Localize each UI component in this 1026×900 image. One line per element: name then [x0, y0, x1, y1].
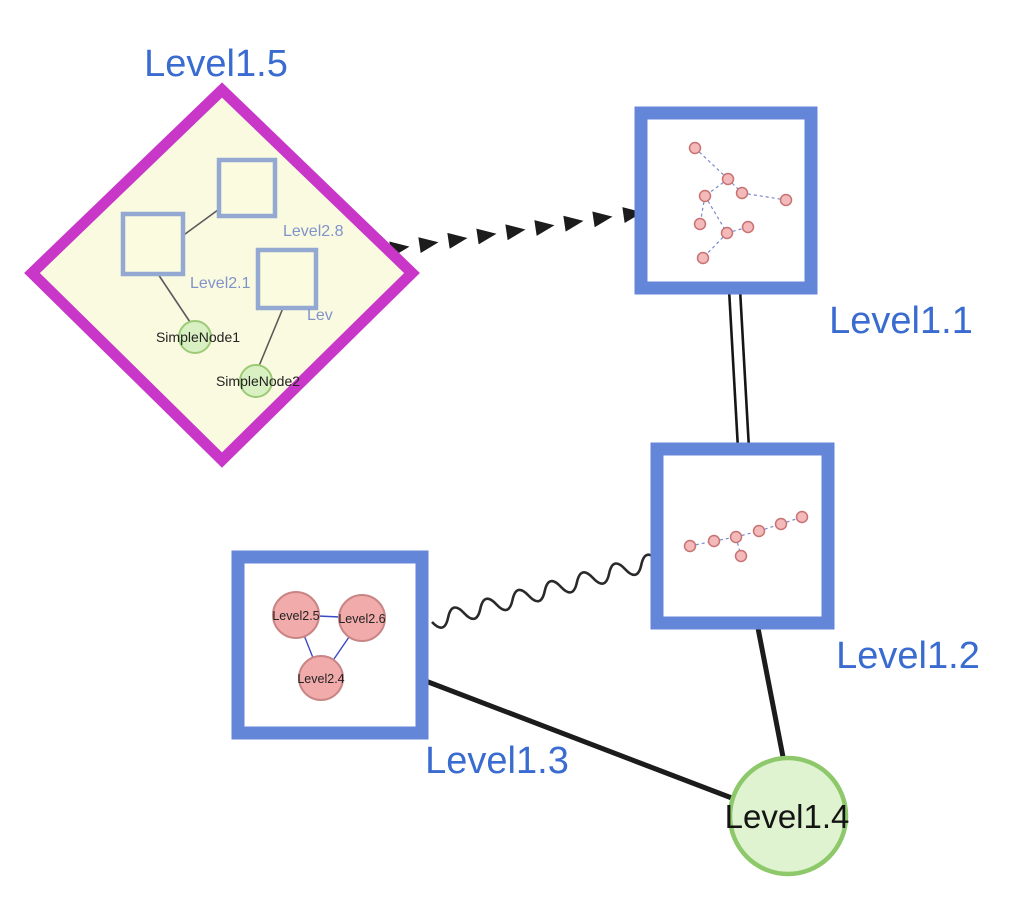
label-lev: Lev	[307, 307, 333, 324]
node-level1-5[interactable]	[24, 82, 420, 468]
level1-1-inner-graph	[688, 141, 793, 265]
inner-node[interactable]	[779, 193, 793, 207]
label-level2-5: Level2.5	[272, 609, 319, 623]
inner-node[interactable]	[729, 530, 743, 544]
label-level2-6: Level2.6	[338, 612, 385, 626]
level1-2-inner-graph	[683, 510, 809, 563]
label-level1-3: Level1.3	[425, 740, 569, 782]
inner-node[interactable]	[707, 534, 721, 548]
inner-node[interactable]	[734, 549, 748, 563]
node-level2-6[interactable]	[338, 594, 386, 642]
node-simplenode2[interactable]	[239, 364, 273, 398]
edge-double-line-1[interactable]	[727, 288, 740, 450]
label-level1-1: Level1.1	[829, 300, 973, 342]
inner-node[interactable]	[696, 251, 710, 265]
node-simplenode1[interactable]	[178, 320, 212, 354]
label-simplenode2: SimpleNode2	[216, 373, 300, 389]
inner-node[interactable]	[721, 172, 735, 186]
node-level2-4[interactable]	[298, 655, 344, 701]
inner-node[interactable]	[735, 186, 749, 200]
edge-level13-level14[interactable]	[420, 677, 740, 803]
edge-level21-simplenode1[interactable]	[157, 273, 191, 323]
edge-level12-level14[interactable]	[754, 620, 787, 765]
inner-edge[interactable]	[699, 195, 706, 225]
inner-node[interactable]	[688, 141, 702, 155]
edge-level21-level28[interactable]	[180, 206, 223, 238]
edge-level15-level11[interactable]	[389, 207, 643, 258]
inner-node[interactable]	[720, 226, 734, 240]
inner-edge[interactable]	[704, 195, 728, 234]
inner-node[interactable]	[693, 217, 707, 231]
node-level2-1[interactable]	[120, 211, 186, 277]
inner-node[interactable]	[698, 189, 712, 203]
level1-3-inner-graph: Level2.5 Level2.6 Level2.4	[272, 591, 386, 701]
node-level1-2[interactable]	[650, 442, 835, 630]
node-level1-3[interactable]	[231, 550, 429, 740]
label-level1-4: Level1.4	[725, 798, 850, 835]
edge-level11-level12[interactable]	[727, 288, 751, 450]
inner-node[interactable]	[752, 524, 766, 538]
node-lev[interactable]	[255, 247, 319, 311]
node-level2-8[interactable]	[216, 157, 278, 219]
edge-level13-level12[interactable]	[431, 553, 659, 629]
inner-node[interactable]	[774, 517, 788, 531]
edge-lev-simplenode2[interactable]	[258, 307, 284, 367]
label-level1-5: Level1.5	[144, 43, 288, 85]
inner-edge[interactable]	[704, 178, 729, 197]
label-simplenode1: SimpleNode1	[156, 329, 240, 345]
label-level2-8: Level2.8	[283, 223, 344, 240]
node-level2-5[interactable]	[272, 591, 320, 639]
node-level1-4[interactable]	[727, 755, 849, 877]
inner-node[interactable]	[741, 220, 755, 234]
label-level1-2: Level1.2	[836, 635, 980, 677]
label-level2-4: Level2.4	[297, 672, 344, 686]
label-level2-1: Level2.1	[190, 275, 251, 292]
edge-double-line-2[interactable]	[738, 288, 751, 450]
inner-node[interactable]	[683, 539, 697, 553]
inner-node[interactable]	[795, 510, 809, 524]
inner-edge[interactable]	[741, 192, 787, 201]
inner-edge[interactable]	[694, 147, 729, 180]
